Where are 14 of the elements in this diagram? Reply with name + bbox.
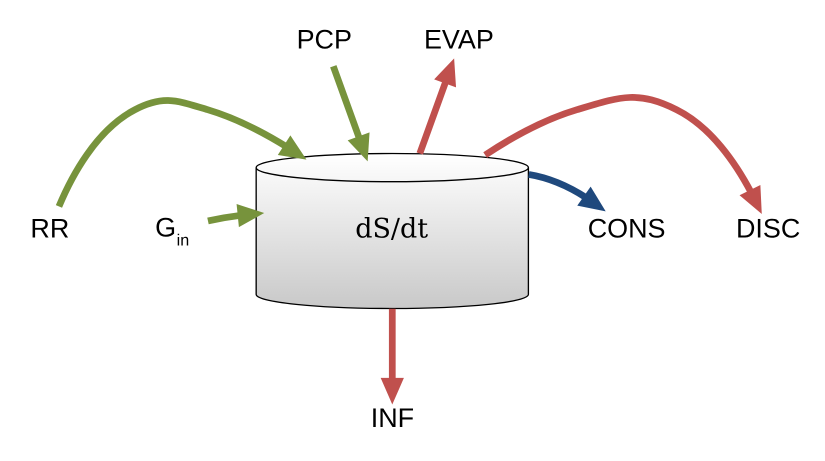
node-text: PCP [296, 24, 352, 54]
node-text: DISC [736, 213, 800, 244]
arrow [207, 204, 264, 227]
node-text: G$_{in}$ [155, 212, 190, 249]
arrow [528, 170, 606, 211]
arrow [380, 308, 404, 404]
node-text: EVAP [424, 24, 494, 54]
arrow [483, 94, 762, 214]
node-text: CONS [588, 213, 666, 244]
arrow [56, 96, 306, 208]
node-text: INF [370, 402, 414, 433]
arrow [330, 64, 370, 161]
arrow [416, 58, 456, 154]
node-text: RR [30, 213, 70, 244]
